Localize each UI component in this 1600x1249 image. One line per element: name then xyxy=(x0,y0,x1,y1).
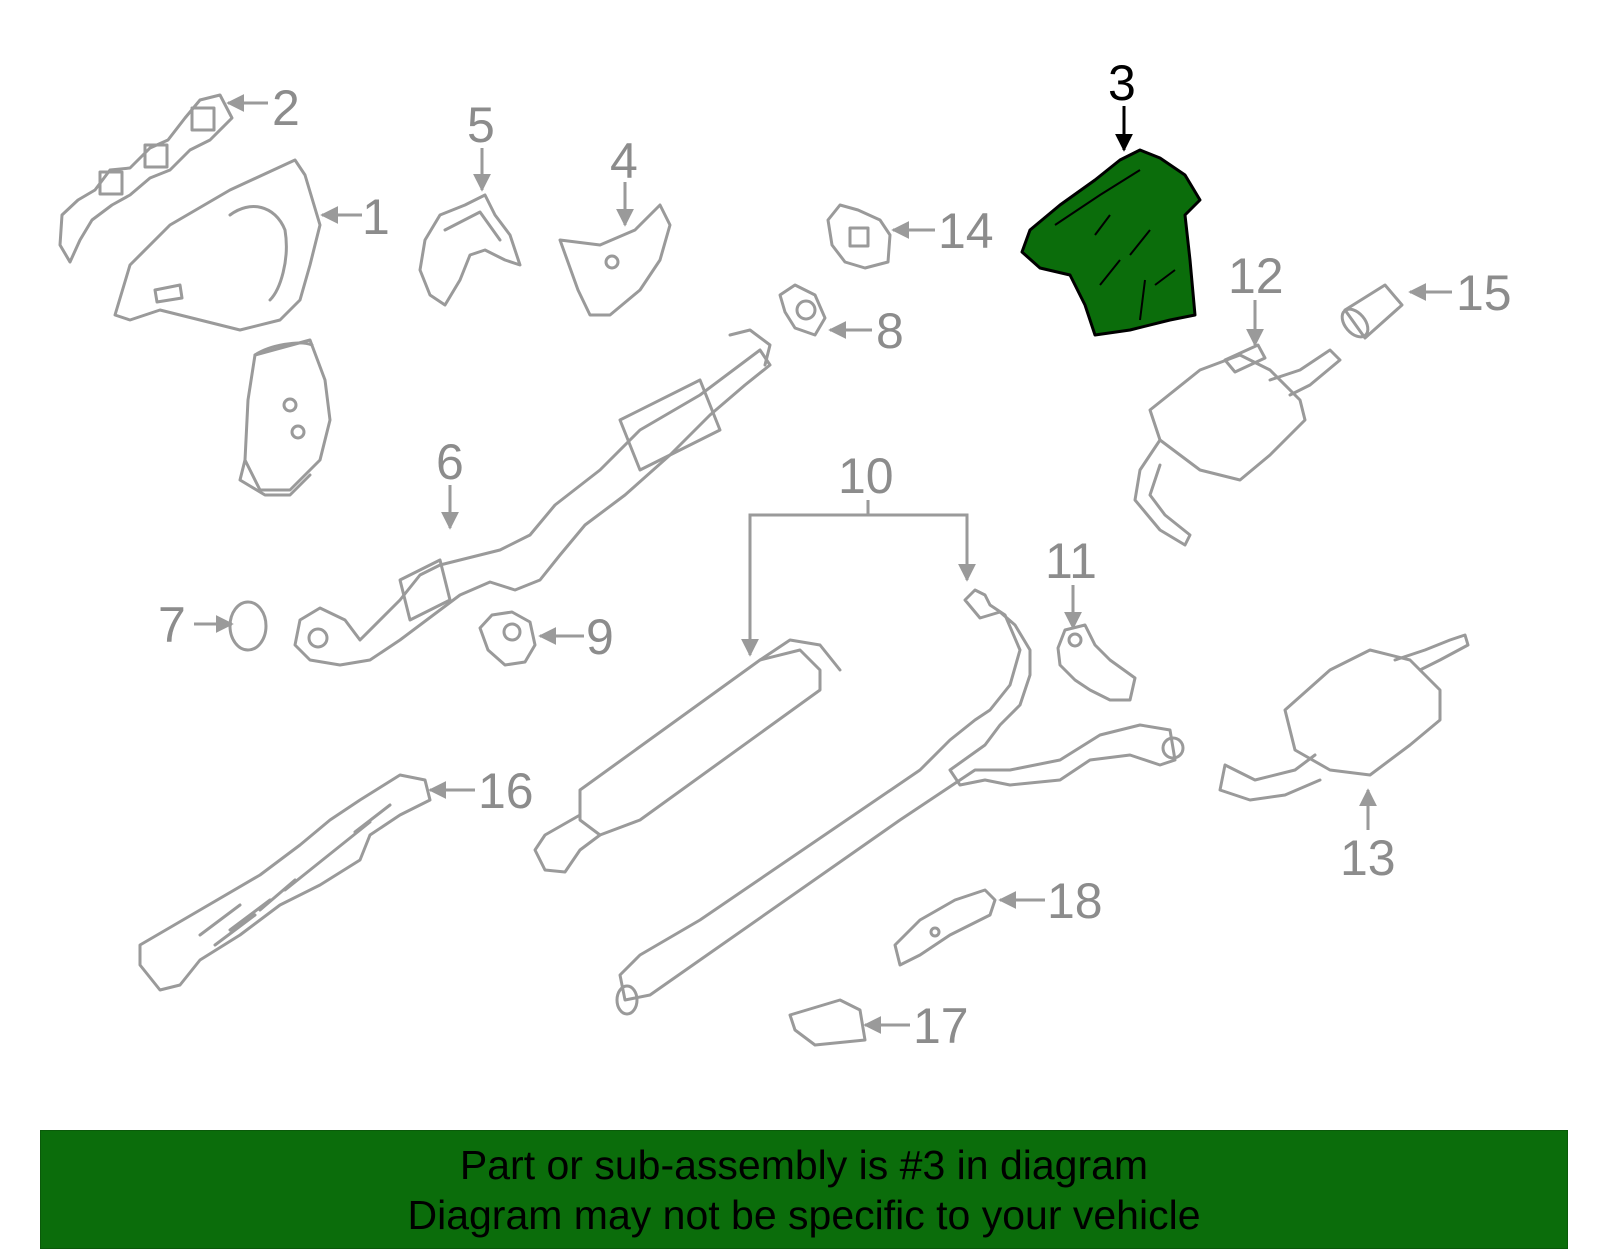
part-1-exhaust-manifold[interactable] xyxy=(113,158,332,497)
callout-16[interactable]: 16 xyxy=(478,763,534,819)
callout-3[interactable]: 3 xyxy=(1108,55,1136,111)
part-6-front-pipe[interactable] xyxy=(293,328,772,667)
callout-15[interactable]: 15 xyxy=(1456,265,1512,321)
callout-11[interactable]: 11 xyxy=(1045,533,1097,589)
part-3-heat-shield-highlighted[interactable] xyxy=(1020,148,1202,337)
callout-10[interactable]: 10 xyxy=(838,448,894,504)
callout-14[interactable]: 14 xyxy=(938,203,994,259)
part-12-rear-muffler[interactable] xyxy=(1133,343,1342,547)
part-14-bracket[interactable] xyxy=(826,203,892,270)
part-16-heat-shield[interactable] xyxy=(138,773,432,992)
callout-17[interactable]: 17 xyxy=(913,998,969,1054)
callout-7[interactable]: 7 xyxy=(158,597,186,653)
part-4-heat-shield[interactable] xyxy=(558,203,672,317)
part-11-hanger-bracket[interactable] xyxy=(1056,623,1137,702)
part-13-rear-muffler[interactable] xyxy=(1218,633,1470,802)
callout-12[interactable]: 12 xyxy=(1228,248,1284,304)
part-17-heat-shield[interactable] xyxy=(788,998,867,1047)
banner-disclaimer: Diagram may not be specific to your vehi… xyxy=(407,1191,1201,1238)
exhaust-parts-diagram: 2 1 3 4 5 6 7 8 9 10 11 12 13 14 15 16 1… xyxy=(58,55,1512,1054)
callout-2[interactable]: 2 xyxy=(272,80,300,136)
banner-part-note: Part or sub-assembly is #3 in diagram xyxy=(459,1141,1149,1188)
callout-13[interactable]: 13 xyxy=(1340,830,1396,886)
part-2-manifold-gasket[interactable] xyxy=(58,93,234,264)
part-5-heat-shield[interactable] xyxy=(418,193,522,307)
part-7-seal-ring[interactable] xyxy=(228,600,268,652)
callout-4[interactable]: 4 xyxy=(610,133,638,189)
callout-6[interactable]: 6 xyxy=(436,434,464,490)
part-8-flange-gasket[interactable] xyxy=(778,283,827,337)
callout-1[interactable]: 1 xyxy=(362,189,390,245)
callout-9[interactable]: 9 xyxy=(586,609,614,665)
part-10-center-pipe[interactable] xyxy=(533,588,1185,1016)
info-banner: Part or sub-assembly is #3 in diagram Di… xyxy=(40,1130,1568,1249)
callout-18[interactable]: 18 xyxy=(1047,873,1103,929)
callout-labels: 2 1 3 4 5 6 7 8 9 10 11 12 13 14 15 16 1… xyxy=(158,55,1512,1054)
callout-5[interactable]: 5 xyxy=(467,97,495,153)
part-15-tailpipe-finisher[interactable] xyxy=(1337,283,1404,342)
part-18-heat-shield[interactable] xyxy=(893,888,997,967)
leader-lines xyxy=(194,94,1452,1034)
callout-8[interactable]: 8 xyxy=(876,303,904,359)
part-9-mount[interactable] xyxy=(478,610,537,667)
